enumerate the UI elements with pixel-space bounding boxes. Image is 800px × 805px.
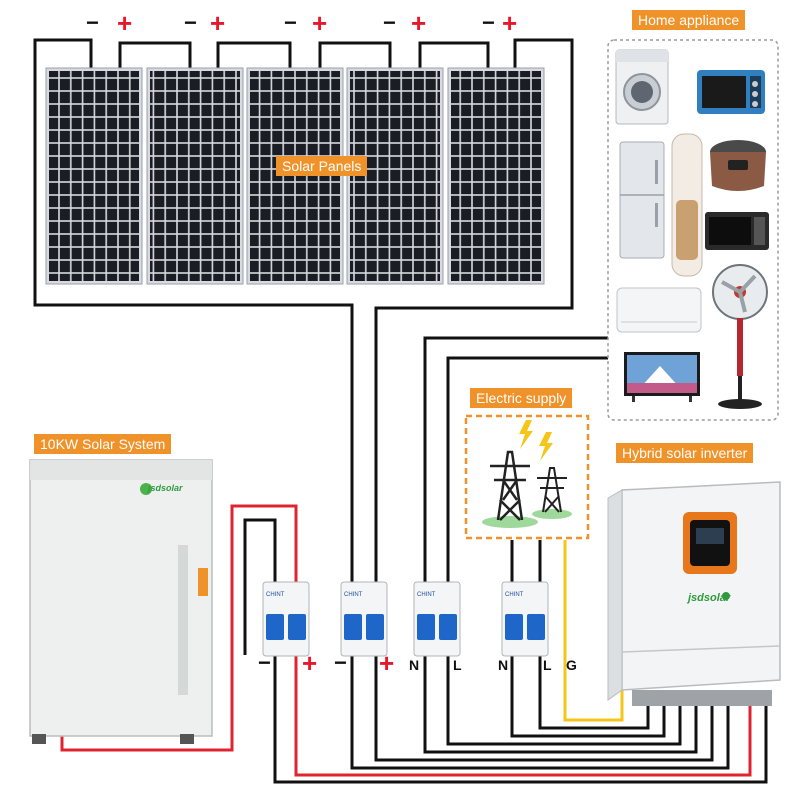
air-conditioner-icon <box>616 287 702 333</box>
panel-terminal-positive: + <box>210 8 226 38</box>
load-breaker-neutral: N <box>409 657 420 673</box>
panel-terminal-positive: + <box>117 8 133 38</box>
system-label: 10KW Solar System <box>34 434 172 454</box>
power-tower-icon <box>532 467 572 519</box>
breaker-load <box>413 581 461 657</box>
air-purifier-icon <box>671 133 703 277</box>
panel-terminal-negative: − <box>284 10 297 35</box>
panel-terminal-negative: − <box>86 10 99 35</box>
load-breaker-live: L <box>453 657 462 673</box>
wire-grid-n-to-inverter <box>510 650 666 738</box>
power-tower-icon <box>482 450 538 528</box>
panel-terminal-negative: − <box>482 10 495 35</box>
breaker-battery <box>262 581 310 657</box>
grid-breaker-neutral: N <box>498 657 509 673</box>
wire-grid-l-to-inverter <box>538 650 650 730</box>
home-appliance-label: Home appliance <box>632 10 746 30</box>
inverter-brand-logo: jsdsolar <box>688 592 731 604</box>
wire-load-n-to-inverter <box>423 650 698 754</box>
hybrid-inverter <box>607 481 781 706</box>
grid-breaker-live: L <box>543 657 552 673</box>
electric-fan-icon <box>712 264 768 409</box>
breaker-pv <box>340 581 388 657</box>
panel-terminal-positive: + <box>502 8 518 38</box>
solar-panel <box>447 67 545 285</box>
wire-panel-string-right <box>374 38 574 585</box>
solar-panel <box>45 67 143 285</box>
breaker-brand: CHINT <box>344 592 363 598</box>
battery-breaker-positive: + <box>302 648 318 678</box>
pv-breaker-negative: − <box>334 650 347 675</box>
breaker-brand: CHINT <box>266 592 285 598</box>
breaker-brand: CHINT <box>417 592 436 598</box>
solar-panel <box>146 67 244 285</box>
battery-brand-logo: jsdsolar <box>148 483 183 493</box>
solar-panel-array <box>45 67 545 285</box>
wire-panel-string-left <box>33 38 354 585</box>
battery-cabinet <box>29 459 213 744</box>
wire-load-n <box>423 336 612 585</box>
inverter-label: Hybrid solar inverter <box>616 443 754 463</box>
wire-bat-neg-to-inverter <box>273 650 768 784</box>
solar-panel <box>246 67 344 285</box>
wire-pv-pos-to-inverter <box>374 650 714 762</box>
television-icon <box>624 352 700 402</box>
pv-breaker-positive: + <box>379 648 395 678</box>
wire-panel-jumper-4 <box>418 41 490 70</box>
toaster-oven-icon <box>697 70 765 114</box>
washing-machine-icon <box>615 49 669 125</box>
refrigerator-icon <box>619 141 665 259</box>
wire-load-l-to-inverter <box>446 650 682 746</box>
battery-breaker-negative: − <box>258 650 271 675</box>
lightning-icon <box>519 420 553 461</box>
solar-panel <box>346 67 444 285</box>
panel-terminal-positive: + <box>411 8 427 38</box>
solar-panels-label: Solar Panels <box>276 156 368 176</box>
wire-battery-positive <box>60 504 298 752</box>
wire-panel-jumper-2 <box>216 41 292 70</box>
grid-breaker-ground: G <box>566 657 577 673</box>
wire-battery-negative <box>243 518 277 655</box>
microwave-icon <box>705 212 769 250</box>
breaker-brand: CHINT <box>505 592 524 598</box>
wire-pv-neg-to-inverter <box>350 650 730 770</box>
panel-terminal-negative: − <box>383 10 396 35</box>
wire-panel-jumper-3 <box>318 41 392 70</box>
panel-terminal-positive: + <box>312 8 328 38</box>
electric-supply-label: Electric supply <box>470 388 573 408</box>
rice-cooker-icon <box>710 140 766 191</box>
wire-bat-pos-to-inverter <box>294 650 752 777</box>
wire-grid-g <box>563 540 624 722</box>
wiring <box>33 38 768 784</box>
wire-load-l <box>446 356 612 585</box>
panel-terminal-negative: − <box>184 10 197 35</box>
wire-panel-jumper-1 <box>118 41 192 70</box>
breaker-grid <box>501 581 549 657</box>
